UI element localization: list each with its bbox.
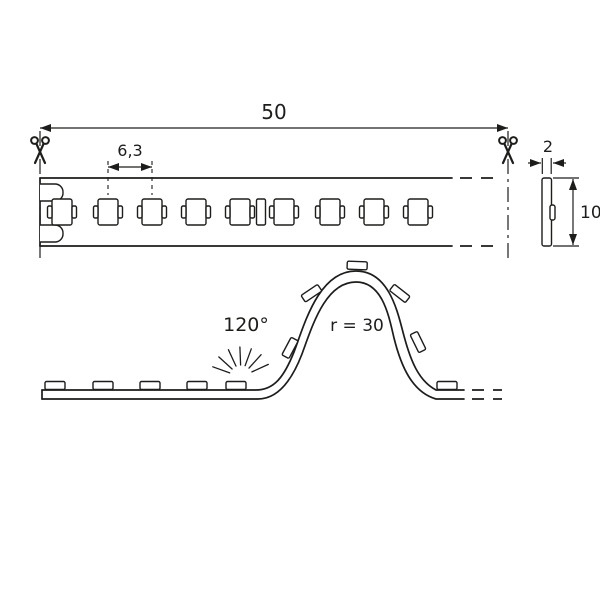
led-chip-side-emitting: [225, 380, 247, 391]
flexed-strip-view: 120° r = 30: [41, 260, 502, 400]
flexed-strip-top-edge: [41, 270, 465, 391]
bend-radius-label: r = 30: [330, 316, 384, 336]
led-chip: [92, 198, 124, 226]
led-chip-side: [409, 330, 427, 354]
led-chip: [180, 198, 212, 226]
pitch-dimension: 6,3: [107, 141, 153, 195]
flexed-strip-bottom-edge: [41, 281, 465, 400]
led-chip-side: [139, 380, 161, 391]
led-pitch-label: 6,3: [117, 141, 142, 160]
led-chip: [224, 198, 256, 226]
strip-side-view: 2 10: [528, 137, 600, 247]
scissors-icon: [498, 136, 518, 165]
led-chip-side: [186, 380, 208, 391]
led-chip: [314, 198, 346, 226]
cut-mark-right: [498, 131, 518, 262]
length-dimension: 50: [40, 100, 508, 132]
led-chip: [136, 198, 168, 226]
led-chip-side: [346, 260, 368, 271]
led-chip: [358, 198, 390, 226]
scissors-icon: [30, 136, 50, 165]
led-chip: [46, 198, 78, 226]
led-chip-side: [44, 380, 66, 391]
led-strip-top-view: [39, 177, 502, 247]
beam-angle-label: 120°: [223, 314, 269, 336]
beam-rays: [212, 346, 269, 374]
profile-led-bump: [549, 204, 556, 221]
profile-width-label: 2: [543, 137, 553, 156]
led-chip-side: [436, 380, 458, 391]
resistor-chip: [255, 198, 267, 226]
profile-height-label: 10: [580, 203, 600, 223]
solder-pad-bottom: [40, 224, 64, 243]
strip-length-label: 50: [261, 100, 286, 124]
led-chip-side: [300, 283, 323, 303]
led-chip: [268, 198, 300, 226]
led-chip-side: [92, 380, 114, 391]
led-chip: [402, 198, 434, 226]
